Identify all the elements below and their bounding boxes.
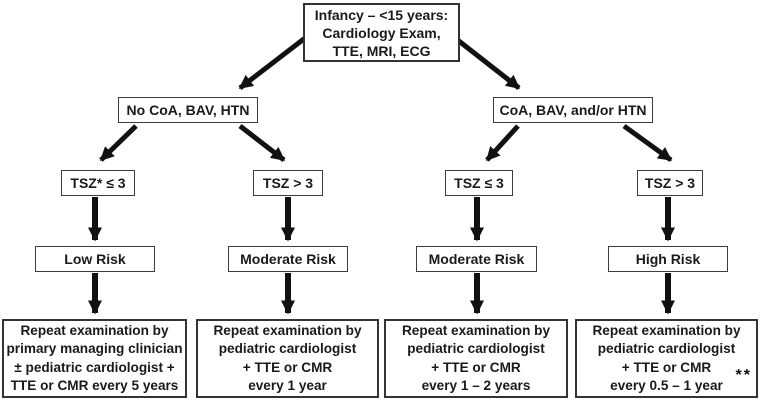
tsz-node-label: TSZ > 3 xyxy=(262,175,314,191)
tsz-node-label: TSZ > 3 xyxy=(644,175,696,191)
recommendation-line: TTE or CMR every 5 years xyxy=(10,378,179,393)
tsz-node-label: TSZ ≤ 3 xyxy=(454,175,504,191)
node-recommendation-moderate-left: Repeat examination by pediatric cardiolo… xyxy=(196,319,379,398)
arrow-rightbranch-to-tsz3 xyxy=(485,124,520,162)
recommendation-line: Repeat examination by xyxy=(401,322,551,338)
node-recommendation-high-risk: Repeat examination by pediatric cardiolo… xyxy=(575,319,758,398)
arrow-root-to-right-branch xyxy=(453,36,521,90)
tsz-node-label: TSZ* ≤ 3 xyxy=(70,175,126,191)
arrow-rightbranch-to-tsz4 xyxy=(622,123,673,163)
recommendation-line: ± pediatric cardiologist + xyxy=(14,359,175,375)
recommendation-line: pediatric cardiologist xyxy=(407,341,545,356)
root-node-line: TTE, MRI, ECG xyxy=(332,42,431,59)
recommendation-line: pediatric cardiologist xyxy=(597,341,736,356)
node-tsz-gt3-left: TSZ > 3 xyxy=(253,170,323,196)
node-tsz-le3-right: TSZ ≤ 3 xyxy=(445,170,513,196)
recommendation-line: Repeat examination by xyxy=(592,322,741,338)
node-infancy-root: Infancy – <15 years: Cardiology Exam, TT… xyxy=(303,3,460,62)
recommendation-line: primary managing clinician xyxy=(6,341,183,356)
arrow-leftbranch-to-tsz1 xyxy=(99,124,138,162)
recommendation-line: + TTE or CMR xyxy=(242,359,333,375)
recommendation-line: pediatric cardiologist xyxy=(218,341,357,356)
risk-node-label: Moderate Risk xyxy=(428,251,525,267)
node-coa-bav-htn: CoA, BAV, and/or HTN xyxy=(493,97,653,123)
risk-node-label: High Risk xyxy=(635,251,701,267)
node-recommendation-low-risk: Repeat examination by primary managing c… xyxy=(2,319,187,398)
root-node-line: Cardiology Exam, xyxy=(322,24,441,41)
recommendation-line: + TTE or CMR xyxy=(431,359,521,375)
recommendation-line: every 1 year xyxy=(248,378,327,393)
node-moderate-risk-right: Moderate Risk xyxy=(416,246,537,272)
root-node-line: Infancy – <15 years: xyxy=(314,6,449,23)
node-moderate-risk-left: Moderate Risk xyxy=(228,246,348,272)
recommendation-line: + TTE or CMR xyxy=(621,359,712,375)
recommendation-line: every 1 – 2 years xyxy=(421,378,531,393)
recommendation-line: Repeat examination by xyxy=(20,322,169,338)
branch-node-label: CoA, BAV, and/or HTN xyxy=(499,102,647,118)
node-tsz-le3-left: TSZ* ≤ 3 xyxy=(61,170,135,196)
arrow-leftbranch-to-tsz2 xyxy=(238,124,286,162)
node-low-risk: Low Risk xyxy=(35,246,155,272)
arrow-root-to-left-branch xyxy=(238,33,311,90)
node-recommendation-moderate-right: Repeat examination by pediatric cardiolo… xyxy=(384,319,568,398)
node-high-risk: High Risk xyxy=(608,246,728,272)
recommendation-line: Repeat examination by xyxy=(213,322,362,338)
risk-node-label: Moderate Risk xyxy=(240,251,336,267)
node-tsz-gt3-right: TSZ > 3 xyxy=(637,170,703,196)
risk-node-label: Low Risk xyxy=(64,251,126,267)
recommendation-line: every 0.5 – 1 year xyxy=(610,378,723,393)
node-no-coa-bav-htn: No CoA, BAV, HTN xyxy=(118,97,258,123)
double-asterisk-footnote-marker: ** xyxy=(735,366,752,384)
branch-node-label: No CoA, BAV, HTN xyxy=(126,102,250,118)
